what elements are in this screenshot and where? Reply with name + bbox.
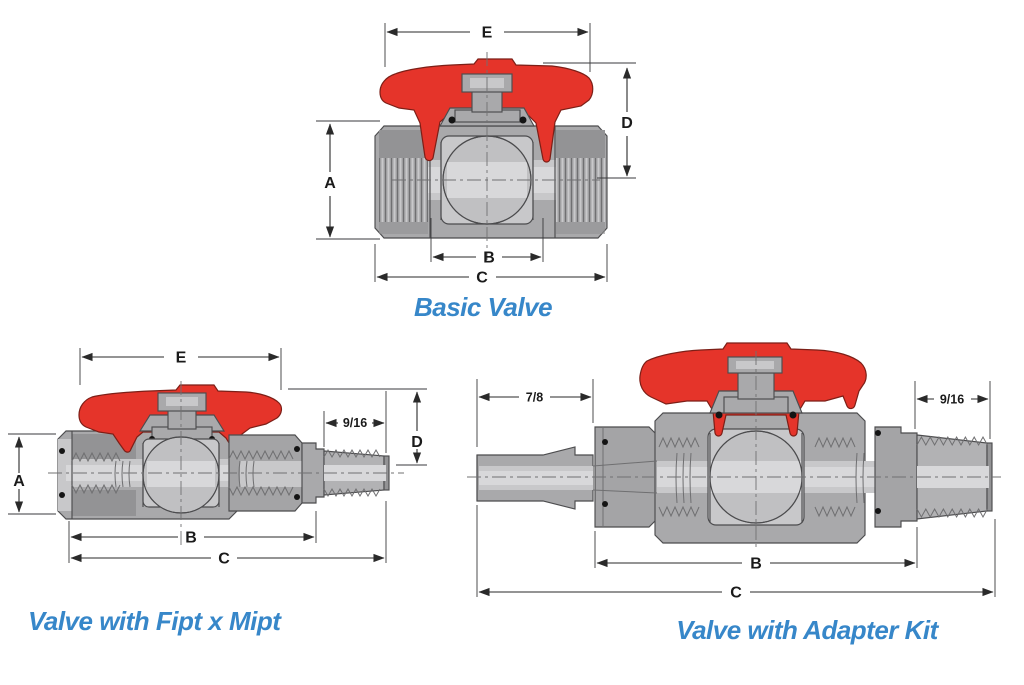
dim-d-label: D — [621, 115, 633, 132]
basic-valve-drawing: E D A B C — [316, 23, 636, 287]
dim-b-label: B — [185, 530, 197, 547]
dimension-right: 9/16 — [914, 381, 991, 439]
dimension-a: A — [316, 120, 380, 240]
dim-a-label: A — [324, 175, 336, 192]
dim-thread-label: 9/16 — [343, 416, 367, 430]
dimension-d: D — [288, 388, 427, 466]
dimension-a: A — [8, 433, 56, 515]
female-threads — [71, 451, 131, 495]
dimension-left: 7/8 — [476, 379, 594, 447]
dim-e-label: E — [482, 25, 493, 42]
adapter-kit-caption: Valve with Adapter Kit — [676, 615, 938, 645]
fipt-mipt-caption: Valve with Fipt x Mipt — [28, 606, 281, 636]
dimension-e: E — [384, 23, 591, 72]
dimension-b: B — [430, 218, 544, 267]
union-threads-left — [658, 436, 700, 518]
dim-c-label: C — [476, 270, 488, 287]
dim-c-label: C — [730, 585, 742, 602]
dim-b-label: B — [483, 250, 495, 267]
dimension-d: D — [543, 62, 636, 179]
dimension-b: B — [594, 527, 918, 573]
dim-c-label: C — [218, 551, 230, 568]
dim-d-label: D — [411, 434, 423, 451]
dim-left-label: 7/8 — [526, 391, 543, 405]
dim-right-label: 9/16 — [940, 393, 964, 407]
dim-e-label: E — [176, 350, 187, 367]
dim-a-label: A — [13, 473, 25, 490]
stem-oring-right — [519, 116, 527, 124]
dimension-c: C — [374, 244, 608, 287]
dimension-c: C — [70, 501, 387, 568]
union-threads-right — [814, 436, 865, 518]
dimension-c: C — [476, 505, 996, 602]
stem-oring-left — [448, 116, 456, 124]
female-threads-right — [556, 158, 605, 222]
dimension-thread: 9/16 — [323, 391, 387, 453]
fipt-mipt-valve-drawing: E A D 9/16 B C — [8, 348, 427, 568]
barb-adapter — [476, 446, 594, 510]
basic-valve-caption: Basic Valve — [413, 292, 553, 322]
union-nut — [228, 434, 303, 512]
dimension-b: B — [68, 511, 317, 563]
dim-b-label: B — [750, 556, 762, 573]
adapter-kit-valve-drawing: 7/8 9/16 B C — [467, 342, 1001, 602]
female-threads-left — [379, 158, 428, 222]
dimension-e: E — [79, 348, 282, 390]
